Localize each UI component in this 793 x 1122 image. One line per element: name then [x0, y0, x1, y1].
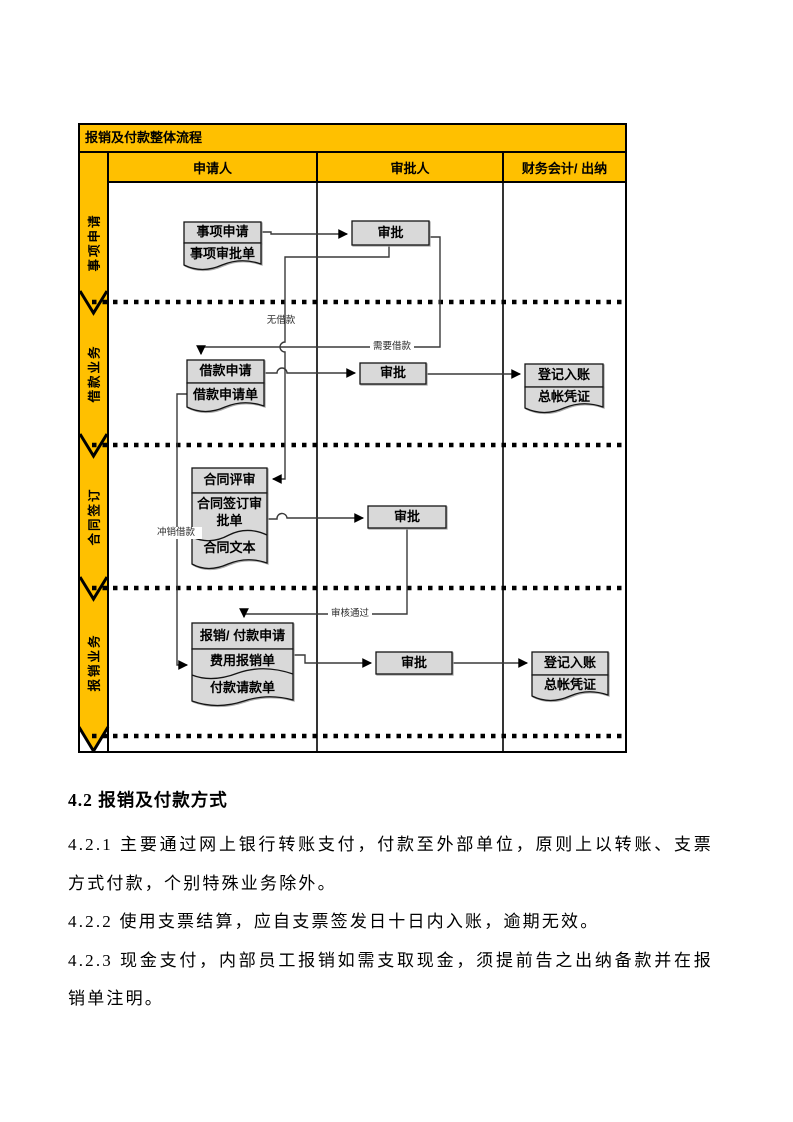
lane-contract-signing: 合同签订: [87, 487, 102, 546]
node-loan-doc: 借款申请单: [192, 386, 258, 402]
node-register-2: 登记入账: [537, 367, 590, 383]
body-text: 4.2 报销及付款方式 4.2.1 主要通过网上银行转账支付，付款至外部单位，原…: [68, 788, 713, 1019]
node-reimburse-request: 报销/ 付款申请: [199, 627, 286, 643]
node-approve-1: 审批: [377, 224, 404, 240]
node-approve-4: 审批: [400, 654, 427, 670]
edge-label-need-loan: 需要借款: [370, 341, 414, 353]
paragraph-4-2-3: 4.2.3 现金支付，内部员工报销如需支取现金，须提前告之出纳备款并在报销单注明…: [68, 950, 713, 1009]
lane-loan-business: 借款业务: [87, 344, 102, 403]
flowchart-title: 报销及付款整体流程: [85, 130, 203, 145]
lane-matter-request: 事项申请: [87, 212, 102, 272]
node-loan-request: 借款申请: [199, 363, 252, 379]
node-matter-doc: 事项审批单: [189, 245, 255, 261]
connectors: [176, 229, 529, 670]
edge-label-no-loan: 无借款: [266, 315, 296, 326]
node-ledger-4: 总帐凭证: [543, 677, 596, 693]
paragraph-4-2-2: 4.2.2 使用支票结算，应自支票签发日十日内入账，逾期无效。: [68, 912, 600, 931]
node-matter-request: 事项申请: [196, 224, 249, 240]
node-contract-text: 合同文本: [203, 539, 256, 555]
edge-label-offset-loan: 冲销借款: [150, 527, 202, 539]
node-approve-2: 审批: [379, 365, 406, 381]
column-header-applicant: 申请人: [192, 160, 232, 176]
lane-reimburse-business: 报销业务: [87, 632, 102, 692]
node-expense-doc: 费用报销单: [209, 653, 275, 669]
node-contract-sign-doc: 合同签订审批单: [196, 496, 262, 528]
section-heading: 4.2 报销及付款方式: [68, 790, 228, 810]
edge-label-approved: 审核通过: [328, 608, 372, 620]
flowchart: 报销及付款整体流程 申请人 审批人 财务会计/ 出纳 事项申请 借款业务 合同签…: [78, 123, 627, 753]
node-ledger-2: 总帐凭证: [537, 389, 590, 405]
node-payment-doc: 付款请款单: [209, 680, 275, 696]
column-header-finance: 财务会计/ 出纳: [521, 160, 608, 176]
flowchart-canvas: [78, 123, 627, 753]
node-contract-review: 合同评审: [203, 472, 256, 488]
node-approve-3: 审批: [393, 508, 420, 524]
node-register-4: 登记入账: [543, 655, 596, 671]
node-shapes: [183, 220, 609, 707]
paragraph-4-2-1: 4.2.1 主要通过网上银行转账支付，付款至外部单位，原则上以转账、支票方式付款…: [68, 835, 713, 893]
column-header-approver: 审批人: [390, 160, 430, 176]
